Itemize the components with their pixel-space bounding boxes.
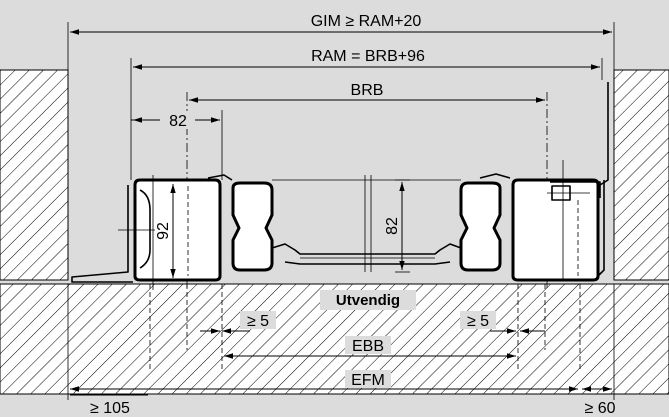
label-brb: BRB <box>351 82 384 99</box>
lower-guides <box>67 284 615 400</box>
label-82-left: 82 <box>169 113 187 130</box>
left-drawer-side <box>71 174 274 290</box>
label-gim: GIM ≥ RAM+20 <box>311 13 422 30</box>
label-utvendig: Utvendig <box>336 292 400 309</box>
label-min60: ≥ 60 <box>584 400 615 417</box>
right-wall <box>613 69 669 281</box>
label-ram: RAM = BRB+96 <box>311 48 425 65</box>
label-min105: ≥ 105 <box>90 400 130 417</box>
label-min5-left: ≥ 5 <box>247 313 269 330</box>
labels: GIM ≥ RAM+20 RAM = BRB+96 BRB 82 92 82 U… <box>90 10 616 417</box>
top-dimensions <box>67 22 615 290</box>
lower-dimensions <box>70 328 612 396</box>
label-82-center: 82 <box>384 217 401 235</box>
left-wall <box>0 69 69 281</box>
label-min5-right: ≥ 5 <box>467 313 489 330</box>
label-efm: EFM <box>351 372 385 389</box>
vertical-dimensions <box>170 182 405 278</box>
label-92: 92 <box>155 222 172 240</box>
drawer-bottom <box>271 175 462 273</box>
label-ebb: EBB <box>352 338 384 355</box>
right-drawer-side <box>459 82 609 282</box>
